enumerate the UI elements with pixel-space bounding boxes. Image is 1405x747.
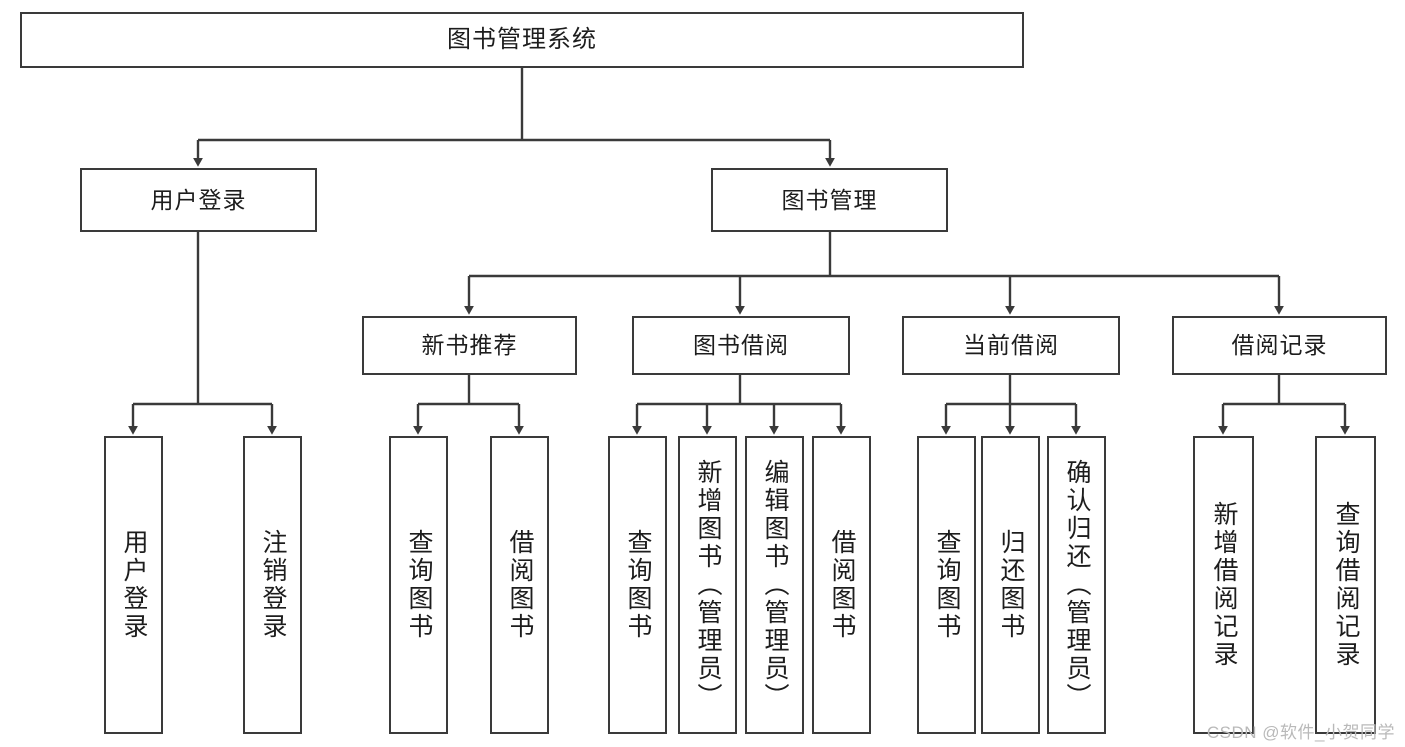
node-label: 用户登录 xyxy=(120,529,148,641)
node-root-book-management-system[interactable]: 图书管理系统 xyxy=(20,12,1024,68)
node-label: 查询借阅记录 xyxy=(1332,501,1360,669)
node-label: 查询图书 xyxy=(624,529,652,641)
node-label: 查询图书 xyxy=(933,529,961,641)
node-label: 新增借阅记录 xyxy=(1210,501,1238,669)
node-label: 图书管理 xyxy=(781,186,878,213)
node-label: 编辑图书（管理员） xyxy=(761,459,789,711)
leaf-add-book-admin[interactable]: 新增图书（管理员） xyxy=(678,436,737,734)
node-new-book-recommend[interactable]: 新书推荐 xyxy=(362,316,577,375)
leaf-query-book-current[interactable]: 查询图书 xyxy=(917,436,976,734)
node-label: 查询图书 xyxy=(405,529,433,641)
node-label: 归还图书 xyxy=(997,529,1025,641)
node-label: 图书借阅 xyxy=(693,332,789,359)
node-label: 新书推荐 xyxy=(421,332,518,359)
node-label: 确认归还（管理员） xyxy=(1063,459,1091,711)
node-borrow-record[interactable]: 借阅记录 xyxy=(1172,316,1387,375)
node-user-login[interactable]: 用户登录 xyxy=(80,168,317,232)
node-label: 图书管理系统 xyxy=(447,26,597,54)
leaf-borrow-book-recommend[interactable]: 借阅图书 xyxy=(490,436,549,734)
leaf-query-book-recommend[interactable]: 查询图书 xyxy=(389,436,448,734)
watermark-text: CSDN @软件_小贺同学 xyxy=(1206,723,1395,742)
node-label: 借阅图书 xyxy=(828,529,856,641)
leaf-borrow-book[interactable]: 借阅图书 xyxy=(812,436,871,734)
leaf-query-book-borrow[interactable]: 查询图书 xyxy=(608,436,667,734)
leaf-query-borrow-record[interactable]: 查询借阅记录 xyxy=(1315,436,1376,734)
node-label: 用户登录 xyxy=(150,186,247,213)
leaf-edit-book-admin[interactable]: 编辑图书（管理员） xyxy=(745,436,804,734)
leaf-confirm-return-admin[interactable]: 确认归还（管理员） xyxy=(1047,436,1106,734)
leaf-logout-login[interactable]: 注销登录 xyxy=(243,436,302,734)
node-book-management[interactable]: 图书管理 xyxy=(711,168,948,232)
node-label: 当前借阅 xyxy=(963,332,1059,359)
leaf-user-login[interactable]: 用户登录 xyxy=(104,436,163,734)
node-label: 新增图书（管理员） xyxy=(694,459,722,711)
node-label: 借阅记录 xyxy=(1231,332,1328,359)
leaf-return-book[interactable]: 归还图书 xyxy=(981,436,1040,734)
node-book-borrow[interactable]: 图书借阅 xyxy=(632,316,850,375)
leaf-add-borrow-record[interactable]: 新增借阅记录 xyxy=(1193,436,1254,734)
node-label: 借阅图书 xyxy=(506,529,534,641)
node-current-borrow[interactable]: 当前借阅 xyxy=(902,316,1120,375)
node-label: 注销登录 xyxy=(259,529,287,641)
